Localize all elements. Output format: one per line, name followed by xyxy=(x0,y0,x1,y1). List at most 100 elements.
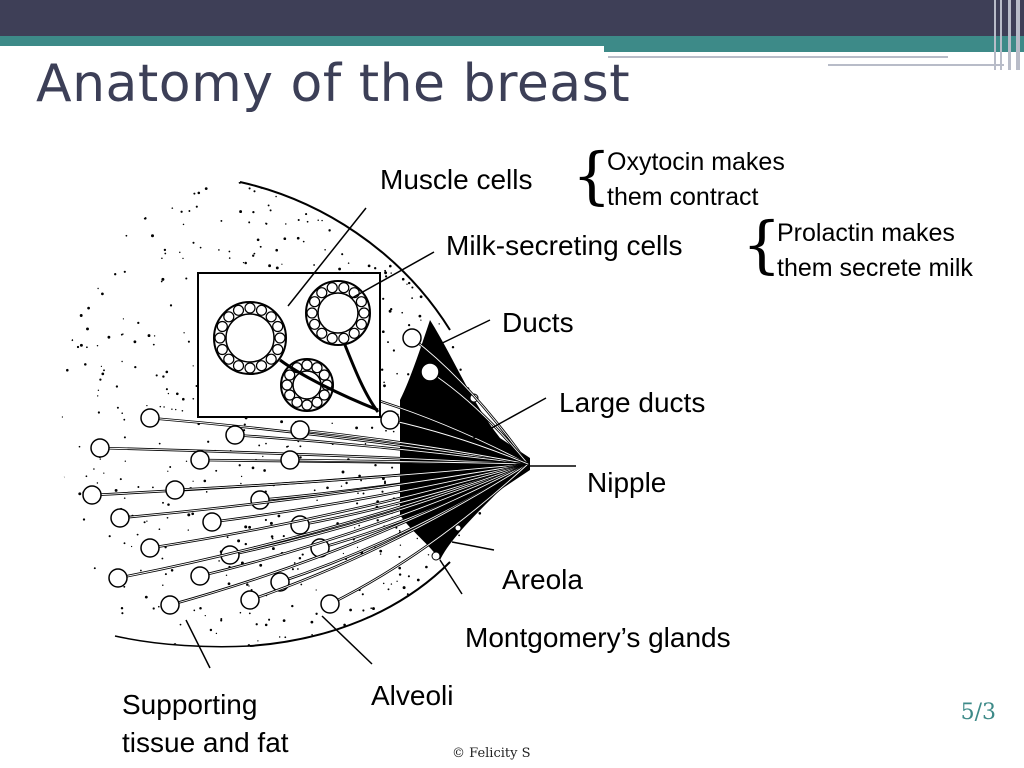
stipple-dot xyxy=(79,343,83,347)
stipple-dot xyxy=(439,260,442,262)
stipple-dot xyxy=(225,574,228,577)
stipple-dot xyxy=(407,633,410,637)
duct-lumen xyxy=(249,463,529,601)
stipple-dot xyxy=(404,603,407,606)
stipple-dot xyxy=(121,612,124,615)
stipple-dot xyxy=(380,197,383,200)
label-milk-secreting-cells: Milk-secreting cells xyxy=(446,230,683,261)
stipple-dot xyxy=(457,594,460,597)
stipple-dot xyxy=(297,568,299,570)
stipple-dot xyxy=(478,282,481,285)
stipple-dot xyxy=(368,196,370,198)
stipple-dot xyxy=(244,261,247,265)
stipple-dot xyxy=(370,426,374,429)
leader-supporting-tissue xyxy=(185,619,211,669)
stipple-dot xyxy=(114,488,118,492)
stipple-dot xyxy=(185,277,188,280)
stipple-dot xyxy=(446,625,449,628)
stipple-dot xyxy=(376,645,379,647)
leader-lines xyxy=(185,207,576,669)
note-prolactin-line-2: them secrete milk xyxy=(777,254,973,282)
secretory-cell xyxy=(214,332,226,344)
stipple-dot xyxy=(101,292,104,296)
secretory-cell xyxy=(355,318,367,330)
header-line xyxy=(828,64,1004,66)
stipple-dot xyxy=(402,586,406,590)
stipple-dot xyxy=(120,606,124,610)
stipple-dot xyxy=(244,525,248,529)
stipple-dot xyxy=(163,406,165,408)
stipple-dot xyxy=(227,582,231,586)
stipple-dot xyxy=(427,219,430,223)
stipple-dot xyxy=(175,408,177,411)
stipple-dot xyxy=(385,199,388,202)
stipple-dot xyxy=(119,478,122,481)
stipple-dot xyxy=(439,642,441,644)
stipple-dot xyxy=(103,624,106,627)
stipple-dot xyxy=(103,472,105,474)
brace-milk-cells: { xyxy=(742,208,782,281)
stipple-dot xyxy=(390,583,393,585)
stipple-dot xyxy=(339,214,343,218)
stipple-dot xyxy=(340,485,343,487)
stipple-dot xyxy=(282,619,286,622)
secretory-cell xyxy=(244,362,256,374)
stipple-dot xyxy=(146,520,148,522)
stipple-dot xyxy=(317,219,319,221)
stipple-dot xyxy=(438,278,441,281)
secretory-cell xyxy=(348,327,360,339)
stipple-dot xyxy=(97,287,99,290)
inset-duct xyxy=(343,344,380,413)
stipple-dot xyxy=(209,628,213,632)
stipple-dot xyxy=(389,608,393,612)
stipple-dot xyxy=(275,266,279,270)
stipple-dot xyxy=(158,605,160,608)
stipple-dot xyxy=(151,486,154,489)
stipple-dot xyxy=(195,385,198,387)
stipple-dot xyxy=(86,327,89,331)
stipple-dot xyxy=(238,464,241,467)
stipple-dot xyxy=(187,513,191,517)
stipple-dot xyxy=(301,553,304,556)
stipple-dot xyxy=(143,521,146,524)
alveolus xyxy=(82,485,102,505)
stipple-dot xyxy=(121,182,125,184)
note-oxytocin-line-2: them contract xyxy=(607,183,759,211)
stipple-dot xyxy=(238,182,241,184)
stipple-dot xyxy=(183,184,187,187)
stipple-dot xyxy=(391,466,394,469)
header-line-vertical xyxy=(1008,0,1011,70)
stipple-dot xyxy=(358,524,361,527)
stipple-dot xyxy=(291,604,294,608)
stipple-dot xyxy=(406,593,409,596)
stipple-dot xyxy=(417,612,420,614)
secretory-cell xyxy=(316,327,328,339)
stipple-dot xyxy=(396,580,398,582)
stipple-dot xyxy=(160,280,163,283)
stipple-dot xyxy=(271,547,275,551)
stipple-dot xyxy=(272,648,275,651)
stipple-dot xyxy=(121,412,123,414)
label-supporting-tissue: Supporting tissue and fat xyxy=(122,686,289,762)
duct-lumen xyxy=(299,429,529,465)
stipple-dot xyxy=(368,637,371,641)
stipple-dot xyxy=(123,542,126,545)
stipple-dot xyxy=(197,191,201,195)
note-oxytocin: Oxytocin makes them contract xyxy=(607,145,785,215)
stipple-dot xyxy=(411,297,413,299)
stipple-dot xyxy=(171,207,174,209)
stipple-dot xyxy=(291,190,294,193)
stipple-dot xyxy=(418,314,422,318)
stipple-dot xyxy=(389,264,392,268)
label-supporting-line-2: tissue and fat xyxy=(122,727,289,758)
stipple-dot xyxy=(61,591,64,595)
stipple-dot xyxy=(297,218,300,222)
stipple-dot xyxy=(125,234,128,237)
stipple-dot xyxy=(334,182,336,185)
stipple-dot xyxy=(248,525,252,529)
stipple-dot xyxy=(137,486,140,488)
stipple-dot xyxy=(251,182,254,183)
stipple-dot xyxy=(409,221,412,225)
stipple-dot xyxy=(379,553,382,555)
stipple-dot xyxy=(110,608,113,611)
